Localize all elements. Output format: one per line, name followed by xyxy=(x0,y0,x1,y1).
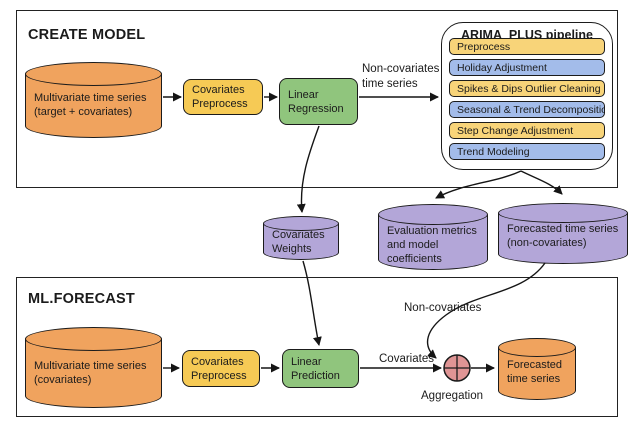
aggregation-label: Aggregation xyxy=(421,390,484,402)
pipeline-step-trend-modeling: Trend Modeling xyxy=(449,143,605,160)
label-line: coefficients xyxy=(387,253,442,265)
pipeline-steps: Preprocess Holiday Adjustment Spikes & D… xyxy=(449,38,605,160)
label-line: Non-covariates xyxy=(362,63,440,75)
cm-source-cylinder: Multivariate time series (target + covar… xyxy=(25,62,162,138)
pipeline-step-spikes-dips: Spikes & Dips Outlier Cleaning xyxy=(449,80,605,97)
label-line: time series xyxy=(507,373,561,385)
linear-regression-box: Linear Regression xyxy=(279,78,358,125)
label-line: (non-covariates) xyxy=(507,237,587,249)
linear-prediction-box: Linear Prediction xyxy=(282,349,359,388)
label-line: Preprocess xyxy=(192,98,248,110)
label-line: Evaluation metrics xyxy=(387,225,477,237)
label-line: time series xyxy=(362,78,418,90)
label-line: Multivariate time series xyxy=(34,360,147,372)
label-line: Covariates xyxy=(191,355,244,368)
forecast-noncovariates-cylinder: Forecasted time series (non-covariates) xyxy=(498,203,628,264)
cylinder-top-ellipse xyxy=(25,327,162,351)
arima-plus-pipeline-box: ARIMA_PLUS pipeline Preprocess Holiday A… xyxy=(441,22,613,170)
mlf-source-label: Multivariate time series (covariates) xyxy=(34,359,160,387)
ml-forecast-title: ML.FORECAST xyxy=(28,291,135,307)
label-line: Forecasted time series xyxy=(507,223,619,235)
label-line: (covariates) xyxy=(34,374,92,386)
covariates-weights-label: Covariates Weights xyxy=(272,228,337,256)
label-line: Weights xyxy=(272,243,312,255)
noncovariates-edge-label: Non-covariates xyxy=(404,302,482,314)
pipeline-step-holiday-adjustment: Holiday Adjustment xyxy=(449,59,605,76)
forecasted-time-series-cylinder: Forecasted time series xyxy=(498,338,576,400)
forecast-noncovariates-label: Forecasted time series (non-covariates) xyxy=(507,222,626,250)
cylinder-top-ellipse xyxy=(498,338,576,357)
label-line: Regression xyxy=(288,102,344,115)
label-line: Covariates xyxy=(192,84,245,96)
label-line: Prediction xyxy=(291,369,340,382)
evaluation-metrics-cylinder: Evaluation metrics and model coefficient… xyxy=(378,204,488,270)
cylinder-top-ellipse xyxy=(25,62,162,86)
label-line: Forecasted xyxy=(507,359,563,371)
label-line: Linear xyxy=(288,88,319,101)
pipeline-step-step-change: Step Change Adjustment xyxy=(449,122,605,139)
forecasted-time-series-label: Forecasted time series xyxy=(507,358,574,386)
cm-covariates-preprocess-box: Covariates Preprocess xyxy=(183,79,263,115)
covariates-edge-label: Covariates xyxy=(379,353,434,365)
cylinder-top-ellipse xyxy=(263,216,339,231)
label-line: (target + covariates) xyxy=(34,106,133,118)
covariates-weights-cylinder: Covariates Weights xyxy=(263,216,339,260)
pipeline-step-preprocess: Preprocess xyxy=(449,38,605,55)
cylinder-top-ellipse xyxy=(498,203,628,223)
mlf-source-cylinder: Multivariate time series (covariates) xyxy=(25,327,162,408)
label-line: and model xyxy=(387,239,439,251)
cylinder-top-ellipse xyxy=(378,204,488,225)
cm-source-label: Multivariate time series (target + covar… xyxy=(34,91,160,119)
pipeline-step-seasonal-trend: Seasonal & Trend Decomposition xyxy=(449,101,605,118)
label-line: Linear xyxy=(291,355,322,368)
label-line: Preprocess xyxy=(191,369,247,382)
evaluation-metrics-label: Evaluation metrics and model coefficient… xyxy=(387,224,486,266)
create-model-title: CREATE MODEL xyxy=(28,27,146,43)
label-line: Multivariate time series xyxy=(34,92,147,104)
label-line: Covariates xyxy=(272,229,325,241)
noncovariates-timeseries-label: Non-covariates time series xyxy=(362,62,439,92)
mlf-covariates-preprocess-box: Covariates Preprocess xyxy=(182,350,260,387)
